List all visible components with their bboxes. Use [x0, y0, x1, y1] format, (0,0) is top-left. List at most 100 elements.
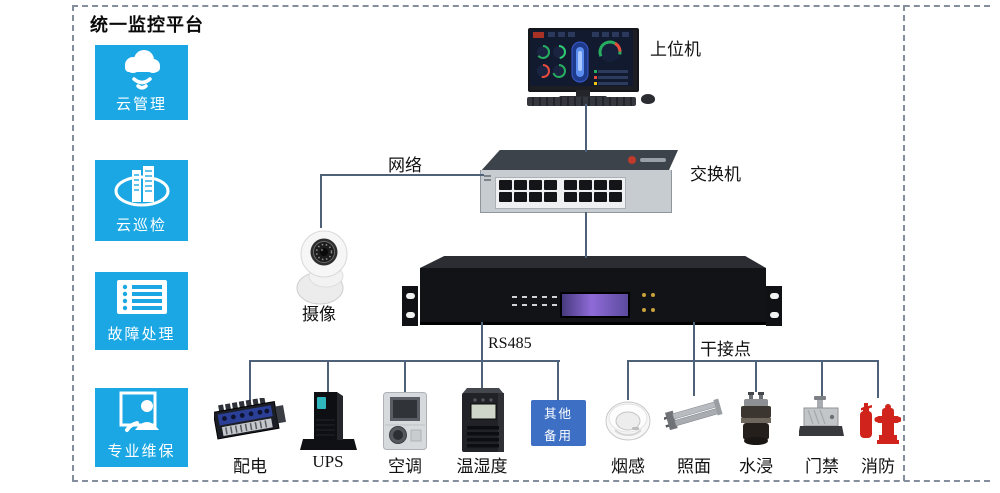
- rack-leds: [642, 293, 655, 297]
- rack-top-face: [420, 256, 766, 268]
- temp-humidity-device: [462, 388, 504, 452]
- rj45-port: [564, 192, 577, 202]
- rs485-label: RS485: [488, 335, 532, 352]
- device-label-water: 水浸: [739, 457, 773, 476]
- line-switch-to-rack: [585, 212, 587, 258]
- rj45-port: [579, 180, 592, 190]
- spare-label-line2: 备用: [543, 428, 573, 443]
- rack-ear-left: [402, 286, 418, 326]
- rj45-port: [499, 192, 512, 202]
- host-monitor: [528, 28, 639, 92]
- rack-monitoring-unit: [420, 268, 766, 325]
- sidebar-item-fault-handling: 故障处理: [95, 272, 188, 350]
- rj45-port: [609, 192, 622, 202]
- monitor-stand: [576, 90, 590, 97]
- spare-label-line1: 其他: [543, 406, 573, 421]
- network-link-label: 网络: [388, 156, 422, 175]
- dashed-border-right: [903, 5, 905, 481]
- drop-spare: [557, 360, 559, 400]
- power-distribution-device: [214, 398, 286, 440]
- rj45-port: [514, 192, 527, 202]
- drop-access: [821, 360, 823, 396]
- device-label-ac: 空调: [388, 457, 422, 476]
- switch-logo-text: [640, 158, 666, 162]
- spare-device-box: 其他 备用: [531, 400, 586, 446]
- dashed-border-bottom: [72, 480, 990, 482]
- line-rack-to-drycontact-bus: [693, 322, 695, 362]
- page-title: 统一监控平台: [90, 15, 204, 35]
- sidebar-item-cloud-patrol: 云巡检: [95, 160, 188, 241]
- water-leak-sensor-device: [741, 392, 771, 445]
- switch-label: 交换机: [690, 165, 741, 184]
- sidebar-item-label: 故障处理: [107, 326, 176, 343]
- cloud-icon: [124, 50, 160, 90]
- rj45-port: [544, 192, 557, 202]
- rj45-port: [594, 192, 607, 202]
- drop-water: [755, 360, 757, 392]
- keyboard: [527, 97, 636, 106]
- rack-ear-hole: [770, 312, 779, 318]
- rack-ear-hole: [770, 293, 779, 299]
- drop-lighting: [693, 360, 695, 396]
- switch-logo: [628, 156, 636, 164]
- dashed-border-left: [72, 5, 74, 481]
- device-label-fire: 消防: [861, 457, 895, 476]
- drycontact-bus: [627, 360, 879, 362]
- drycontact-label: 干接点: [700, 340, 751, 359]
- rj45-port: [514, 180, 527, 190]
- mouse: [641, 94, 655, 104]
- access-control-device: [799, 396, 844, 436]
- sidebar-item-maintenance: 专业维保: [95, 388, 188, 467]
- dome-camera: [296, 230, 348, 305]
- fault-list-icon: [116, 279, 167, 314]
- drop-fire: [877, 360, 879, 398]
- rj45-port: [564, 180, 577, 190]
- rack-lcd-display: [560, 292, 630, 318]
- rack-ear-right: [766, 286, 782, 326]
- rack-ear-hole: [406, 312, 415, 318]
- port-group-1: [499, 180, 557, 206]
- building-patrol-icon: [114, 166, 169, 207]
- air-conditioner-device: [383, 392, 427, 450]
- drop-temphum: [481, 360, 483, 388]
- rj45-port: [529, 192, 542, 202]
- switch-model-text: [484, 175, 491, 177]
- ups-device: [300, 392, 357, 450]
- rack-ear-hole: [406, 293, 415, 299]
- line-rack-to-rs485-bus: [481, 322, 483, 362]
- sidebar-item-cloud-manage: 云管理: [95, 45, 188, 120]
- rj45-port: [609, 180, 622, 190]
- fire-safety-device: [860, 403, 901, 444]
- rj45-port: [579, 192, 592, 202]
- device-label-access: 门禁: [805, 457, 839, 476]
- rj45-port: [544, 180, 557, 190]
- device-label-lighting: 照面: [677, 457, 711, 476]
- camera-label: 摄像: [302, 305, 336, 324]
- host-label: 上位机: [650, 40, 701, 59]
- device-label-ups: UPS: [312, 452, 344, 471]
- sidebar-item-label: 专业维保: [107, 443, 176, 460]
- technician-icon: [119, 391, 159, 432]
- rack-markings: [512, 296, 557, 298]
- dashed-border-top: [72, 5, 990, 7]
- drop-ac: [404, 360, 406, 392]
- device-label-power: 配电: [233, 457, 267, 476]
- switch-ports: [495, 177, 626, 209]
- line-network-to-camera: [320, 174, 322, 228]
- device-label-temphum: 温湿度: [456, 457, 508, 476]
- device-label-smoke: 烟感: [611, 457, 645, 476]
- rj45-port: [529, 180, 542, 190]
- rj45-port: [499, 180, 512, 190]
- drop-ups: [327, 360, 329, 392]
- lighting-tube-device: [664, 398, 723, 431]
- drop-smoke: [627, 360, 629, 400]
- sidebar-item-label: 云巡检: [115, 217, 167, 234]
- smoke-detector-device: [605, 401, 651, 441]
- line-host-to-switch: [585, 104, 587, 152]
- drop-power: [249, 360, 251, 402]
- network-switch: [480, 170, 672, 213]
- rj45-port: [594, 180, 607, 190]
- port-group-2: [564, 180, 622, 206]
- switch-top-face: [480, 150, 678, 172]
